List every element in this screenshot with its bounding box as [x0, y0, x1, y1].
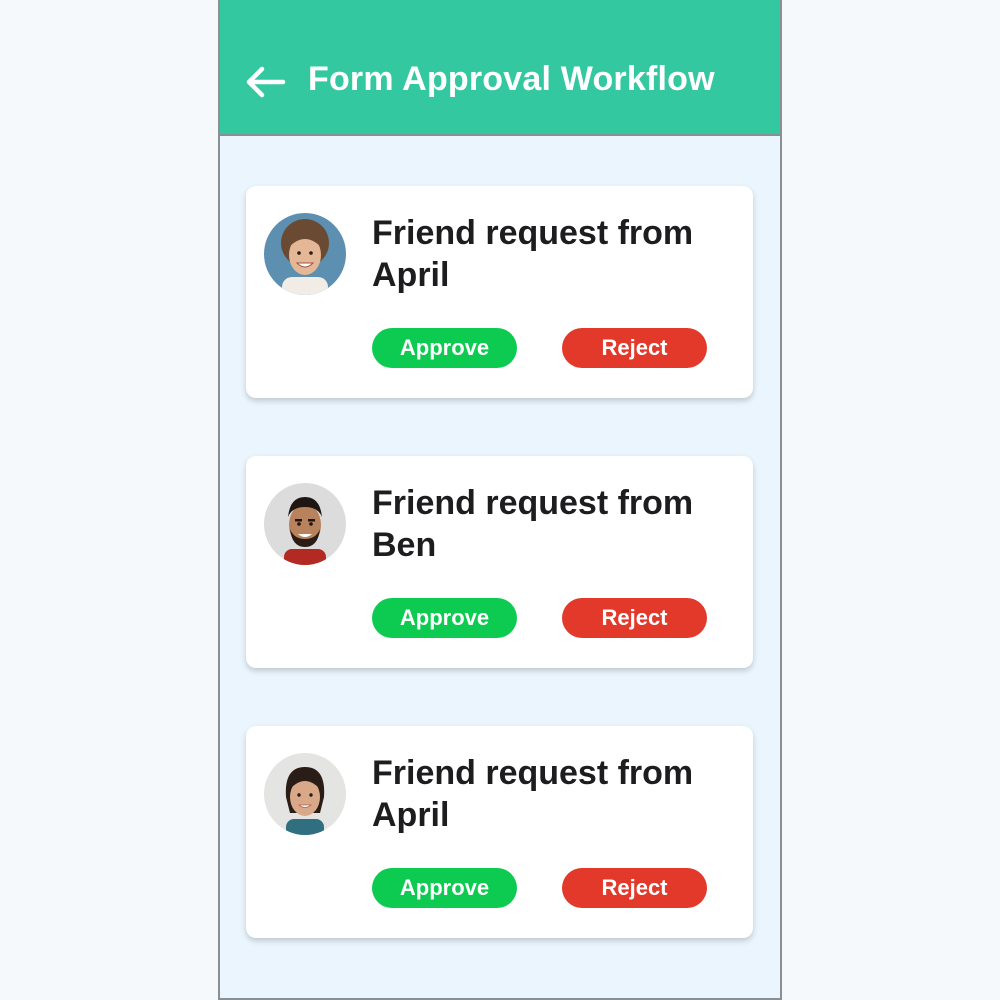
reject-button[interactable]: Reject: [562, 328, 707, 368]
approve-button[interactable]: Approve: [372, 328, 517, 368]
approve-button[interactable]: Approve: [372, 598, 517, 638]
avatar-woman-dark-hair: [264, 753, 346, 835]
avatar-woman-curly-hair: [264, 213, 346, 295]
app-bar: Form Approval Workflow: [220, 0, 780, 136]
approve-button[interactable]: Approve: [372, 868, 517, 908]
phone-screen: Form Approval Workflow Friend request fr…: [218, 0, 782, 1000]
reject-button[interactable]: Reject: [562, 868, 707, 908]
request-card: Friend request from April Approve Reject: [246, 726, 753, 938]
request-card: Friend request from April Approve Reject: [246, 186, 753, 398]
reject-button[interactable]: Reject: [562, 598, 707, 638]
request-title: Friend request from April: [372, 754, 694, 834]
request-card: Friend request from Ben Approve Reject: [246, 456, 753, 668]
request-title: Friend request from April: [372, 214, 694, 294]
avatar-man-beard: [264, 483, 346, 565]
arrow-left-icon[interactable]: [246, 66, 286, 98]
page-title: Form Approval Workflow: [308, 60, 715, 98]
request-title: Friend request from Ben: [372, 484, 694, 564]
